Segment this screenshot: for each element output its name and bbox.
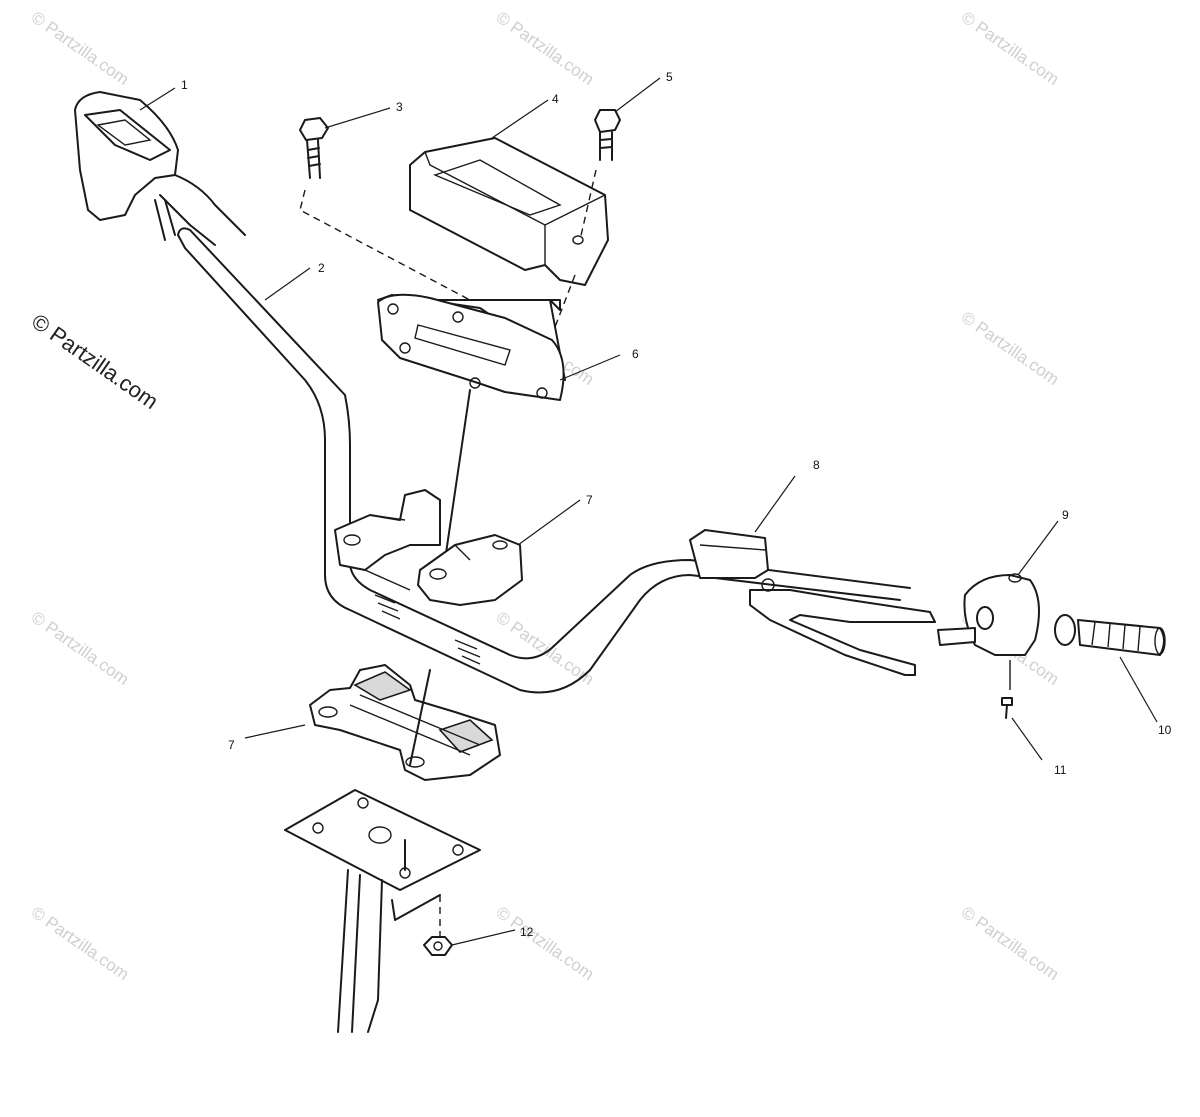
screw-part-11 xyxy=(1001,697,1013,719)
watermark-main: © Partzilla.com xyxy=(27,309,163,415)
lower-clamp-part-7 xyxy=(309,664,501,781)
callout-7-upper: 7 xyxy=(586,493,593,507)
clamp-cover-part-4 xyxy=(409,137,609,286)
bolt-part-5 xyxy=(549,109,621,341)
watermark-text: © Partzilla.com xyxy=(493,903,598,984)
watermark-group: © Partzilla.com © Partzilla.com © Partzi… xyxy=(27,8,1062,984)
callout-9: 9 xyxy=(1062,508,1069,522)
plate-part-6 xyxy=(377,293,566,561)
handlebar-part-2 xyxy=(177,227,911,694)
watermark-text: © Partzilla.com xyxy=(493,8,598,89)
watermark-text: © Partzilla.com xyxy=(958,8,1063,89)
watermark-text: © Partzilla.com xyxy=(28,903,133,984)
left-switch-housing-part-1 xyxy=(74,91,246,246)
callout-4: 4 xyxy=(552,92,559,106)
throttle-housing-part-9 xyxy=(937,573,1040,690)
callout-labels: 1 2 3 4 5 6 7 7 8 9 10 11 12 xyxy=(181,70,1172,939)
callout-1: 1 xyxy=(181,78,188,92)
watermark-text: © Partzilla.com xyxy=(28,8,133,89)
mounting-plate xyxy=(284,789,481,1033)
callout-12: 12 xyxy=(520,925,534,939)
nut-part-12 xyxy=(423,936,453,956)
callout-3: 3 xyxy=(396,100,403,114)
watermark-text: © Partzilla.com xyxy=(958,308,1063,389)
callout-6: 6 xyxy=(632,347,639,361)
upper-clamp-part-7 xyxy=(334,489,523,606)
callout-10: 10 xyxy=(1158,723,1172,737)
bolt-part-3 xyxy=(299,117,471,301)
callout-11: 11 xyxy=(1054,763,1067,777)
callout-7-lower: 7 xyxy=(228,738,235,752)
master-cylinder-part-8 xyxy=(689,529,936,676)
watermark-text: © Partzilla.com xyxy=(958,903,1063,984)
callout-5: 5 xyxy=(666,70,673,84)
leader-lines xyxy=(139,77,1158,946)
callout-2: 2 xyxy=(318,261,325,275)
grip-part-10 xyxy=(1054,614,1166,656)
callout-8: 8 xyxy=(813,458,820,472)
watermark-text: © Partzilla.com xyxy=(28,608,133,689)
